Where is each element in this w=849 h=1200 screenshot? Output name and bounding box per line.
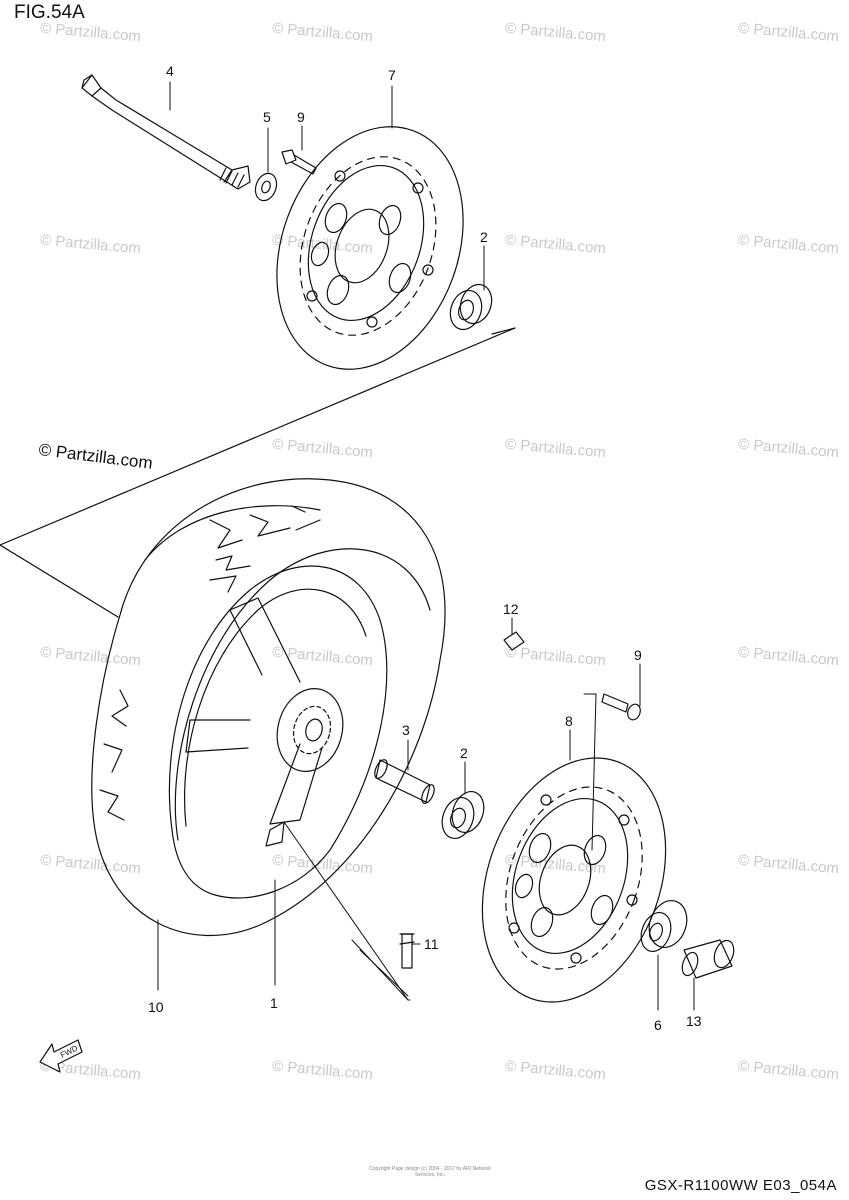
figure-title: FIG.54A xyxy=(14,2,85,23)
wheel-bearing-upper xyxy=(449,283,493,331)
callout-9-upper: 9 xyxy=(297,109,305,125)
callout-13: 13 xyxy=(686,1013,702,1029)
hub-collar xyxy=(640,900,688,952)
callout-11: 11 xyxy=(424,936,439,952)
leader-lines xyxy=(157,81,695,1011)
callout-2-upper: 2 xyxy=(480,229,488,245)
front-wheel-rim xyxy=(168,565,388,899)
callout-8: 8 xyxy=(565,713,573,729)
callout-3: 3 xyxy=(402,722,410,738)
callout-2-lower: 2 xyxy=(460,745,468,761)
disc-mount-bolt xyxy=(399,933,415,969)
disc-bolt xyxy=(281,149,317,175)
wheel-spacer xyxy=(374,759,435,804)
callout-10: 10 xyxy=(148,999,164,1015)
forward-arrow-icon: FWD xyxy=(39,1039,83,1073)
diagram-code: GSX-R1100WW E03_054A xyxy=(644,1177,837,1194)
assembly-plane-lines xyxy=(0,327,516,618)
brake-disc-upper xyxy=(276,126,464,370)
callout-1: 1 xyxy=(270,995,278,1011)
callout-6: 6 xyxy=(654,1017,662,1033)
axle xyxy=(81,74,251,190)
callout-12: 12 xyxy=(503,601,519,617)
washer xyxy=(254,172,278,202)
brake-disc-lower xyxy=(481,757,667,1003)
tire-valve xyxy=(503,631,525,651)
callout-9-lower: 9 xyxy=(634,647,642,663)
front-tire xyxy=(91,478,446,937)
disc-bolt-lower xyxy=(601,693,641,721)
callout-labels: 1 2 2 3 4 5 6 7 8 9 9 10 11 12 13 xyxy=(148,63,702,1033)
callout-4: 4 xyxy=(166,63,174,79)
wheel-bearing-lower xyxy=(441,791,485,839)
callout-7: 7 xyxy=(388,67,396,83)
callout-5: 5 xyxy=(263,109,271,125)
axle-spacer xyxy=(681,939,735,979)
fine-print: Copyright Page design (c) 2004 - 2017 by… xyxy=(369,1166,491,1178)
